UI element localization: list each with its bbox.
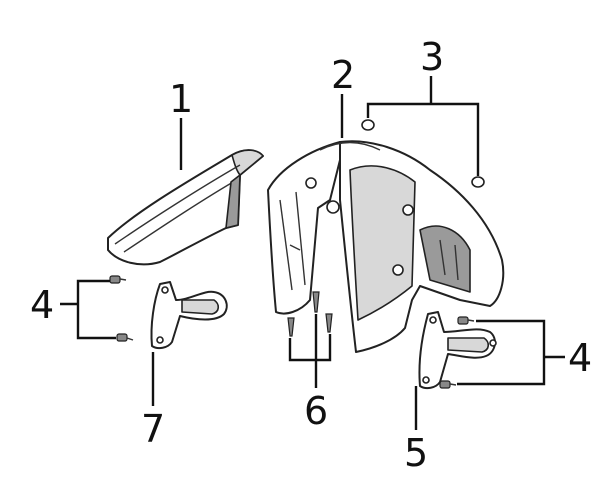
bolt-icon — [109, 275, 134, 342]
callout-3: 3 — [420, 35, 444, 79]
leader-line-3 — [366, 102, 480, 176]
leader-line-6 — [288, 334, 332, 362]
right-fender-stay-bracket-icon — [418, 311, 497, 390]
bolt-icon — [439, 316, 475, 389]
callout-labels: 1 2 3 4 4 5 6 7 — [30, 35, 592, 475]
callout-1: 1 — [169, 77, 193, 121]
washer-icon — [361, 119, 485, 188]
front-fender-upper-cover-icon — [107, 149, 264, 266]
callout-6: 6 — [304, 389, 328, 433]
callout-4-right: 4 — [568, 336, 592, 380]
leader-lines — [60, 76, 565, 430]
left-fender-stay-bracket-icon — [150, 281, 228, 350]
callout-7: 7 — [141, 407, 165, 451]
leader-line-4-left — [76, 279, 116, 340]
leader-line-4-right — [457, 319, 546, 386]
callout-4-left: 4 — [30, 283, 54, 327]
callout-2: 2 — [331, 53, 355, 97]
callout-5: 5 — [404, 431, 428, 475]
tapping-screw-icon — [287, 291, 333, 337]
front-fender-icon — [267, 140, 505, 353]
